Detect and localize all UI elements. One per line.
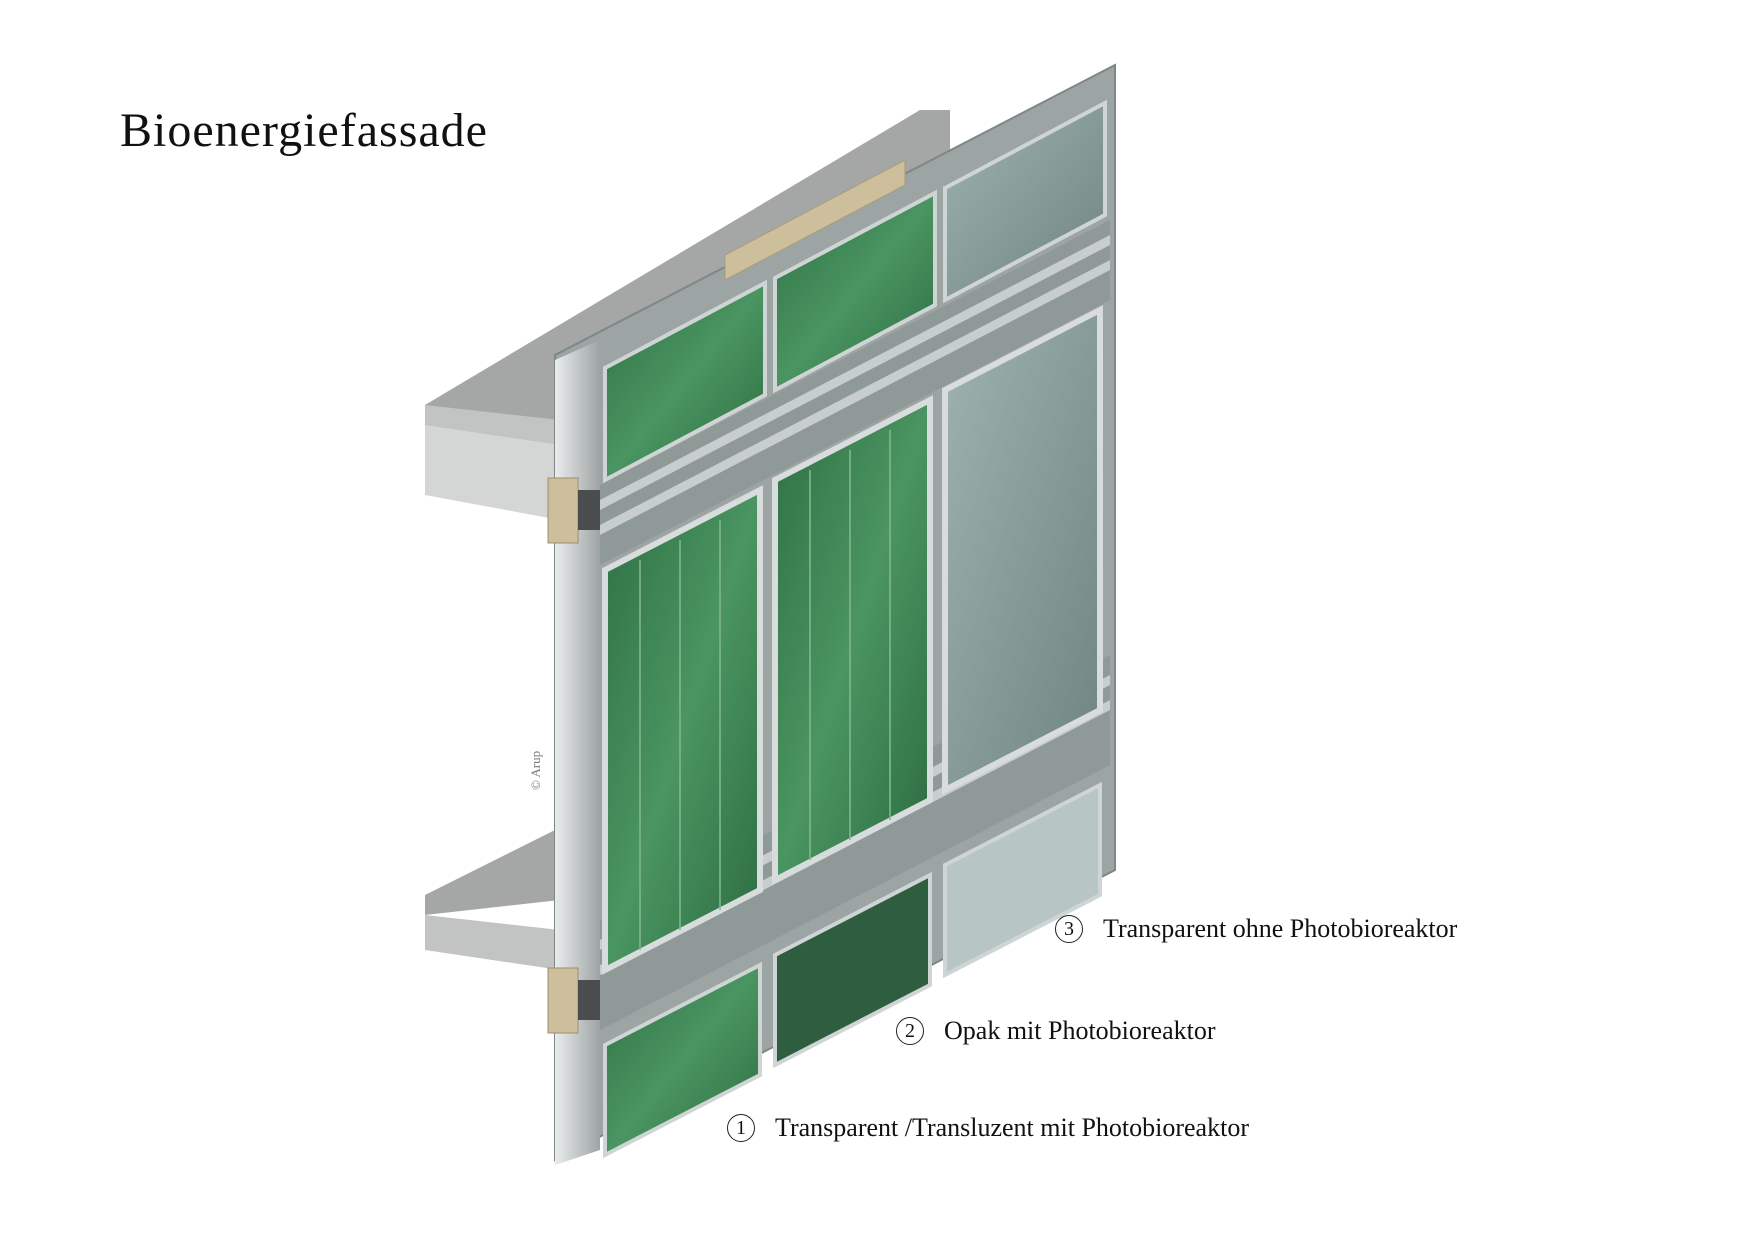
page-title: Bioenergiefassade (120, 104, 488, 157)
legend-item-3: 3 Transparent ohne Photobioreaktor (1055, 914, 1457, 944)
left-mullion (555, 340, 600, 1165)
legend-number-3: 3 (1055, 915, 1083, 943)
legend-label-3: Transparent ohne Photobioreaktor (1103, 914, 1458, 943)
slab-brackets (547, 477, 600, 1034)
bottom-row-panels (603, 781, 1102, 1159)
legend-label-2: Opak mit Photobioreaktor (944, 1016, 1216, 1045)
legend-number-1: 1 (727, 1114, 755, 1142)
legend-label-1: Transparent /Transluzent mit Photobiorea… (775, 1113, 1249, 1142)
legend-item-1: 1 Transparent /Transluzent mit Photobior… (727, 1113, 1249, 1143)
middle-row-panels (602, 305, 1103, 975)
legend-number-2: 2 (896, 1017, 924, 1045)
copyright-credit: © Arup (528, 750, 543, 790)
lower-floor-slab (425, 830, 560, 970)
legend-item-2: 2 Opak mit Photobioreaktor (896, 1016, 1216, 1046)
top-row-panels (603, 99, 1107, 484)
